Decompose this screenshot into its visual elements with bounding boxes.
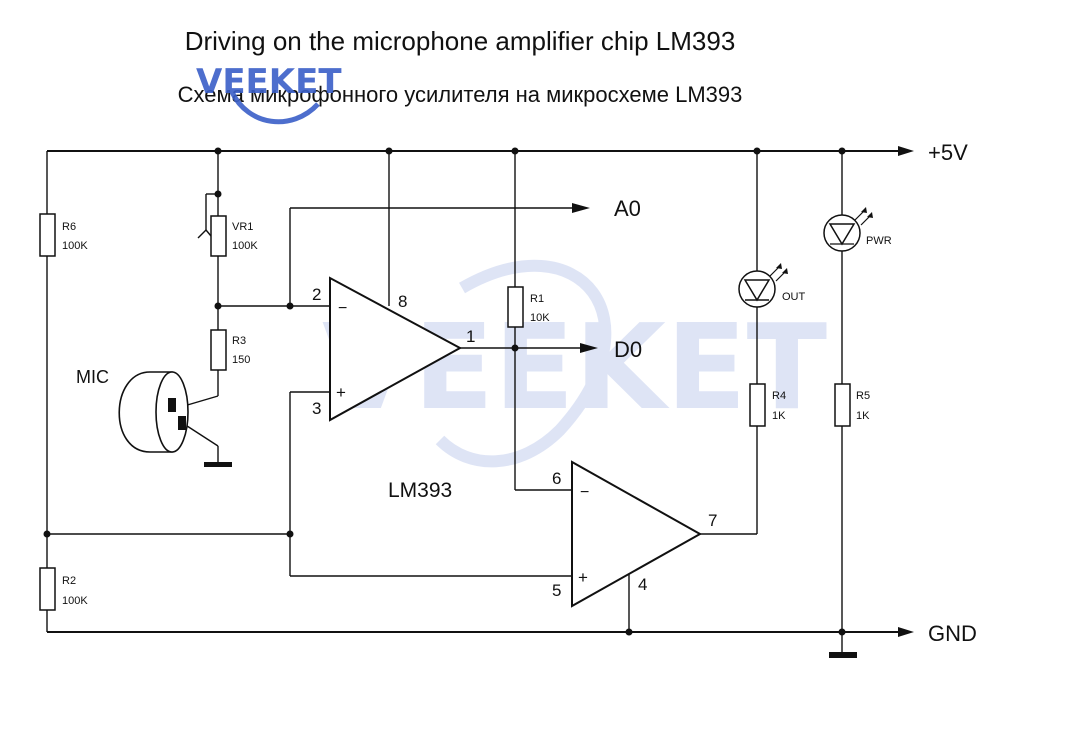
potentiometer-vr1 (210, 215, 227, 257)
pin-5-label: 5 (552, 581, 561, 600)
r4-value: 1K (772, 410, 786, 422)
r4-ref: R4 (772, 390, 786, 402)
led-pwr (823, 207, 873, 252)
gnd-ground-symbol (829, 652, 857, 658)
a0-arrow-icon (572, 203, 590, 213)
r2-ref: R2 (62, 575, 76, 587)
opamp-a-minus: − (338, 300, 347, 317)
vr1-wiper-arrow-icon (205, 229, 212, 237)
vcc-label: +5V (928, 140, 968, 165)
d0-label: D0 (614, 337, 642, 362)
pin-6-label: 6 (552, 469, 561, 488)
r2-value: 100K (62, 595, 88, 607)
opamp-a-symbol (329, 276, 463, 422)
a0-label: A0 (614, 196, 641, 221)
diagram-title-english: Driving on the microphone amplifier chip… (184, 26, 736, 56)
pin-1-label: 1 (466, 327, 475, 346)
opamp-b-minus: − (580, 484, 589, 501)
wires (46, 150, 898, 652)
r1-value: 10K (530, 312, 550, 324)
r3-value: 150 (232, 354, 250, 366)
pin-7-label: 7 (708, 511, 717, 530)
resistor-r2 (39, 567, 56, 611)
net-arrows (572, 146, 914, 637)
opamp-a-plus: + (336, 383, 346, 402)
d0-arrow-icon (580, 343, 598, 353)
r1-ref: R1 (530, 293, 544, 305)
r6-value: 100K (62, 240, 88, 252)
vr1-ref: VR1 (232, 221, 253, 233)
pin-2-label: 2 (312, 285, 321, 304)
watermark-logo-small: VEEKET (196, 62, 342, 125)
led-out-label: OUT (782, 291, 806, 303)
resistor-r1 (507, 286, 524, 328)
pin-3-label: 3 (312, 399, 321, 418)
mic-ground-symbol (204, 462, 232, 467)
r5-value: 1K (856, 410, 870, 422)
resistor-r3 (210, 329, 227, 371)
r5-ref: R5 (856, 390, 870, 402)
pin-8-label: 8 (398, 292, 407, 311)
labels: +5V GND A0 D0 LM393 MIC R6 100K VR1 100K… (62, 140, 977, 646)
junction-dots (43, 147, 846, 636)
resistor-r6 (39, 213, 56, 257)
watermark-text-small: VEEKET (196, 62, 342, 102)
led-pwr-label: PWR (866, 235, 892, 247)
opamp-b-symbol (571, 460, 703, 608)
vcc-arrow-icon (898, 146, 914, 156)
mic-label: MIC (76, 367, 109, 387)
microphone-icon (118, 371, 189, 453)
r3-ref: R3 (232, 335, 246, 347)
led-out (738, 263, 788, 308)
resistor-r5 (834, 383, 851, 427)
r6-ref: R6 (62, 221, 76, 233)
gnd-label: GND (928, 621, 977, 646)
gnd-arrow-icon (898, 627, 914, 637)
opamp-b-plus: + (578, 568, 588, 587)
vr1-value: 100K (232, 240, 258, 252)
chip-label: LM393 (388, 479, 452, 502)
resistor-r4 (749, 383, 766, 427)
pin-4-label: 4 (638, 575, 647, 594)
diagram-title-russian: Схема микрофонного усилителя на микросхе… (177, 82, 743, 107)
